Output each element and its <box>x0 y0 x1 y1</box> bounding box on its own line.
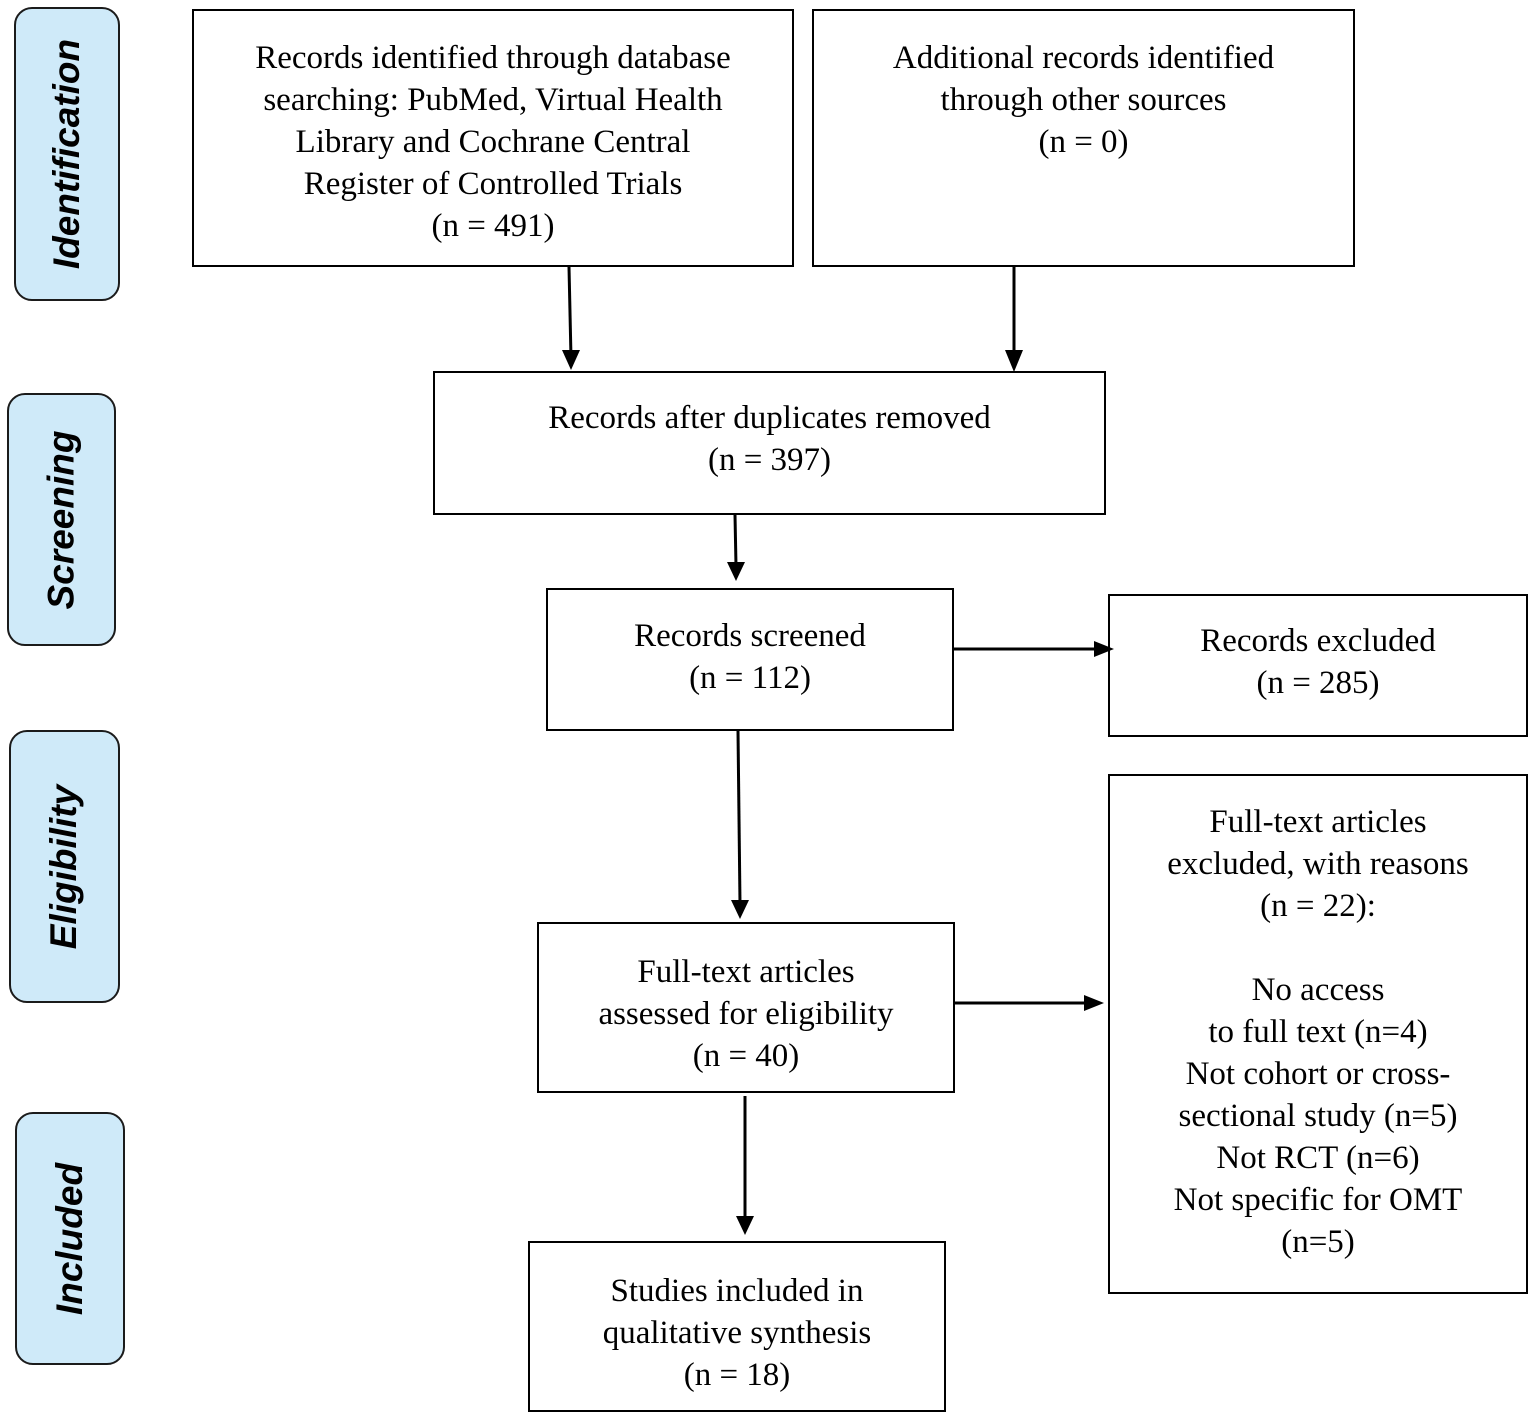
box-line: qualitative synthesis <box>602 1315 872 1351</box>
box-line: (n = 18) <box>683 1357 791 1393</box>
stage-included-label: Included <box>49 1162 90 1315</box>
box-additional-records: Additional records identified through ot… <box>812 9 1355 267</box>
arrowhead <box>727 562 745 581</box>
box-line: (n = 397) <box>707 442 832 478</box>
box-line: searching: PubMed, Virtual Health <box>263 82 723 118</box>
box-line: (n = 0) <box>1038 124 1129 160</box>
stage-screening-label: Screening <box>40 430 82 609</box>
arrow-duplicates-to-screened <box>733 514 738 567</box>
box-records-screened: Records screened (n = 112) <box>546 588 954 731</box>
arrowhead <box>1084 995 1104 1011</box>
box-database-records: Records identified through database sear… <box>192 9 794 267</box>
box-line: (n = 285) <box>1256 665 1380 701</box>
box-line: Not cohort or cross- <box>1185 1056 1451 1092</box>
box-line: Records after duplicates removed <box>548 400 991 436</box>
box-line: excluded, with reasons <box>1167 846 1469 882</box>
stage-included: Included <box>15 1112 125 1365</box>
stage-identification-label: Identification <box>46 38 88 270</box>
box-studies-included: Studies included in qualitative synthesi… <box>528 1241 946 1412</box>
box-line: (n = 22): <box>1260 888 1376 924</box>
box-fulltext-assessed: Full-text articles assessed for eligibil… <box>537 922 955 1093</box>
box-line: Full-text articles <box>637 954 855 990</box>
stage-eligibility: Eligibility <box>9 730 120 1003</box>
box-line: (n = 112) <box>689 660 811 696</box>
arrowhead <box>562 350 580 370</box>
box-line: assessed for eligibility <box>598 996 894 1032</box>
box-line: Additional records identified <box>892 40 1275 76</box>
box-line: (n = 491) <box>431 208 555 244</box>
box-line: sectional study (n=5) <box>1178 1098 1458 1134</box>
box-line: Register of Controlled Trials <box>303 166 683 202</box>
box-records-excluded: Records excluded (n = 285) <box>1108 594 1528 737</box>
arrowhead <box>1005 350 1023 372</box>
box-line: Studies included in <box>610 1273 864 1309</box>
box-duplicates-removed: Records after duplicates removed (n = 39… <box>433 371 1106 515</box>
box-fulltext-excluded: Full-text articles excluded, with reason… <box>1108 774 1528 1294</box>
box-line: Library and Cochrane Central <box>295 124 691 160</box>
arrow-database-to-duplicates <box>567 266 573 359</box>
box-line: through other sources <box>940 82 1227 118</box>
box-line: (n = 40) <box>692 1038 800 1074</box>
arrow-screened-to-fulltext <box>736 730 742 905</box>
box-line: Full-text articles <box>1209 804 1427 840</box>
stage-screening: Screening <box>7 393 116 646</box>
box-line: (n=5) <box>1281 1224 1355 1260</box>
box-line: to full text (n=4) <box>1208 1014 1428 1050</box>
box-line: No access <box>1251 972 1385 1008</box>
box-line: Not specific for OMT <box>1173 1182 1463 1218</box>
arrowhead <box>736 1216 754 1235</box>
box-line: Records excluded <box>1200 623 1436 659</box>
stage-eligibility-label: Eligibility <box>43 784 85 949</box>
box-line: Records identified through database <box>255 40 731 76</box>
stage-identification: Identification <box>14 7 120 301</box>
box-line: Records screened <box>634 618 866 654</box>
box-line: Not RCT (n=6) <box>1216 1140 1420 1176</box>
arrowhead <box>731 900 749 919</box>
